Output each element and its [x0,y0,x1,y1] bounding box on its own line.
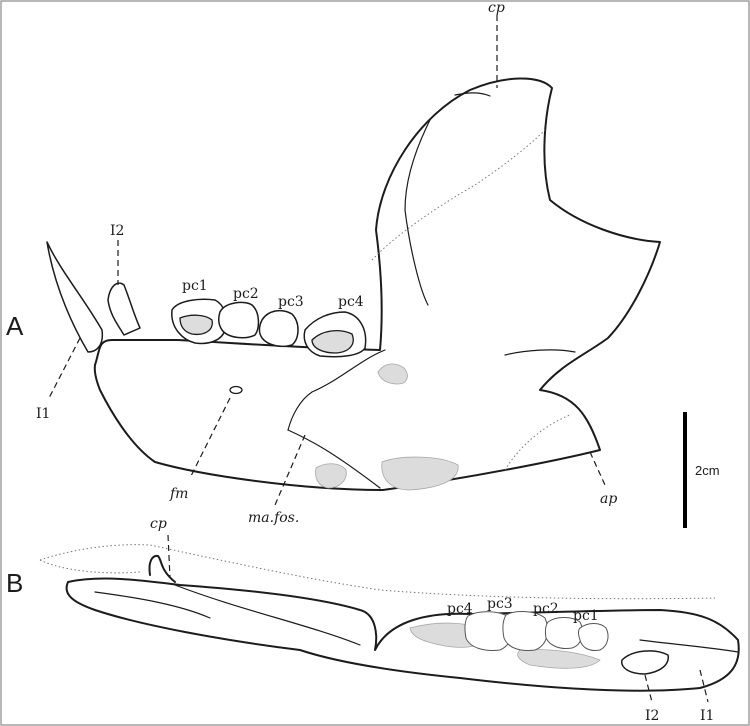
panel-b-label-pc1: pc1 [573,608,599,624]
panel-a-gray-patch-ventral-1 [315,463,347,489]
panel-a-gray-patch-ascending [377,363,408,385]
panel-a-label-cp: cp [488,0,505,16]
panel-b-label-pc2: pc2 [533,601,559,617]
panel-a-label-pc3: pc3 [278,294,304,310]
panel-a-label-pc1: pc1 [182,278,208,294]
panel-b-premolar-pc4 [464,611,513,651]
panel-b-premolar-pc3 [502,611,548,651]
panel-a-label-fm: fm [169,486,188,502]
panel-b-premolar-pc1 [578,623,609,651]
panel-b-label-pc4: pc4 [447,601,473,617]
panel-b-incisor-i2 [621,650,669,675]
panel-a-coronoid-inner-line [404,119,431,306]
panel-a-leader-fm [189,397,231,479]
panel-b-premolar-pc2 [544,617,583,649]
panel-b-leader-i1 [699,669,709,703]
panel-b-inner-line-1 [94,591,211,619]
panel-a-incisor-i2 [107,282,141,336]
panel-a-gray-patch-ventral-2 [381,456,459,491]
panel-b-inner-line-2 [174,584,361,646]
panel-b-dotted-restored-outline [39,544,716,600]
scale-bar-label: 2cm [695,463,720,478]
panel-b-label-pc3: pc3 [487,596,513,612]
panel-a-premolar-pc4-wear [311,329,354,354]
panel-a-leader-mafos [274,434,306,506]
panel-a-label-ap: ap [600,491,617,507]
panel-a-premolar-pc1-wear [179,314,213,336]
panel-b-gray-patch-2 [517,649,601,669]
panel-a-masseteric-fossa-lower [287,429,381,489]
panel-a-coronoid-ridge-2 [454,92,491,97]
panel-b-coronoid-process [148,554,176,583]
panel-b-label-i2: I2 [645,708,659,724]
panel-a-dotted-angular [504,414,571,471]
panel-b-label-cp: cp [150,516,167,532]
panel-a-masseteric-fossa-outline [287,349,386,431]
panel-b-leader-cp [167,534,171,579]
panel-a-label-i1: I1 [36,406,50,422]
panel-a-premolar-pc3 [258,309,299,348]
panel-a-label: A [6,311,24,341]
panel-a-mental-foramen [229,385,243,395]
panel-a-premolar-pc2 [217,301,260,339]
panel-b-inner-line-3 [639,639,739,653]
panel-a-label-pc4: pc4 [338,294,364,310]
panel-a-dotted-coronoid [371,129,546,261]
panel-a-leader-i1 [47,337,81,401]
panel-b-dotted-coronoid [39,559,141,574]
scale-bar: 2cm [683,412,720,528]
panel-a-coronoid-ridge [504,349,576,356]
panel-b-label: B [6,568,23,598]
panel-a-label-i2: I2 [110,223,124,239]
panel-a-leader-ap [589,451,606,486]
panel-a-lateral-view: cp I2 I1 pc1 pc2 pc3 pc4 fm ma.fos. ap A [6,0,661,526]
panel-b-label-i1: I1 [700,708,714,724]
panel-b-leader-i2 [644,674,653,703]
panel-a-dentary-outline [93,77,661,491]
panel-a-incisor-i1 [46,241,104,353]
panel-a-label-pc2: pc2 [233,286,259,302]
panel-a-label-mafos: ma.fos. [248,510,299,526]
panel-b-occlusal-view: cp pc4 pc3 pc2 pc1 I2 I1 B [6,516,740,724]
panel-b-dentary-outline [65,577,740,692]
